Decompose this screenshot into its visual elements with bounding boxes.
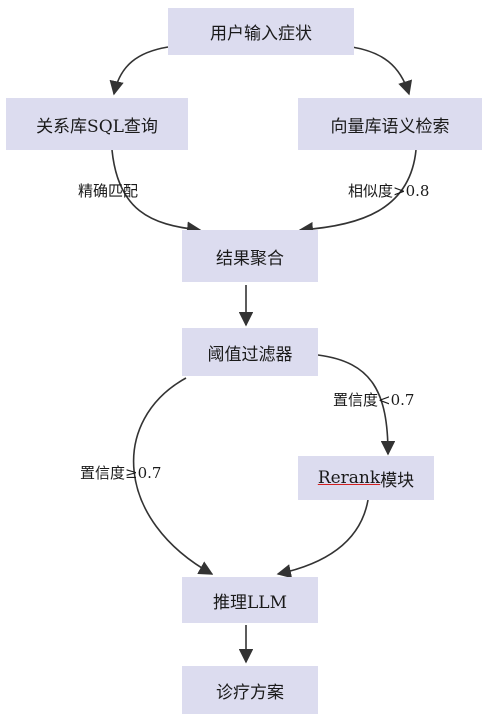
edge-vector-to-merge: [298, 149, 417, 237]
edge-filter-to-inference: [132, 377, 214, 575]
edge-filter-to-rerank: [317, 354, 396, 456]
edge-sql-to-merge: [111, 149, 202, 236]
edge-rerank-to-inference: [276, 499, 369, 579]
label-confidence-low: 置信度<0.7: [333, 391, 415, 409]
edge-input-to-vector: [351, 46, 413, 96]
edge-input-to-sql: [109, 46, 169, 96]
node-vector-search: 向量库语义检索: [298, 98, 482, 150]
node-threshold-filter: 阈值过滤器: [182, 328, 318, 376]
label-similarity: 相似度>0.8: [348, 182, 430, 200]
node-inference-llm: 推理LLM: [182, 577, 318, 623]
label-exact-match: 精确匹配: [78, 182, 139, 200]
node-relational-sql: 关系库SQL查询: [6, 98, 188, 150]
rerank-suffix: 模块: [380, 470, 415, 491]
node-diagnosis-plan: 诊疗方案: [182, 666, 318, 714]
node-result-merge: 结果聚合: [182, 230, 318, 282]
label-confidence-high: 置信度≥0.7: [80, 464, 162, 482]
rerank-word: Rerank: [317, 468, 381, 488]
node-symptom-input: 用户输入症状: [168, 8, 354, 55]
